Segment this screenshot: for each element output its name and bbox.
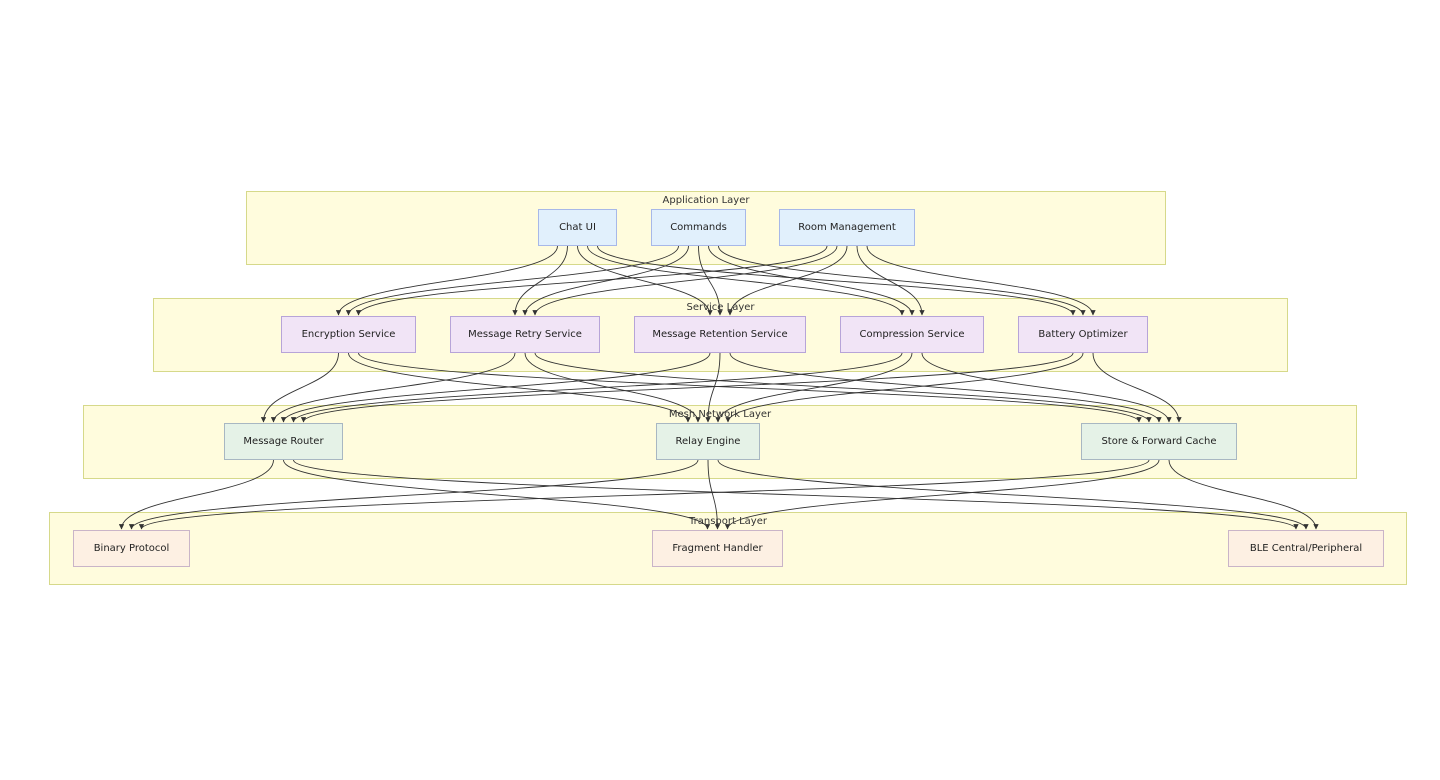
battery-optimizer-node: Battery Optimizer xyxy=(1018,316,1148,353)
edge-battery_optimizer-to-message_router xyxy=(300,352,1074,423)
edge-commands-to-message_retry_service xyxy=(522,245,689,316)
ble-central-peripheral-node: BLE Central/Peripheral xyxy=(1228,530,1384,567)
edge-relay_engine-to-binary_protocol xyxy=(128,459,699,530)
application-layer-title: Application Layer xyxy=(662,195,750,206)
edge-chat_ui-to-compression_service xyxy=(587,245,905,316)
binary-protocol-node: Binary Protocol xyxy=(73,530,190,567)
edge-battery_optimizer-to-store_forward_cache xyxy=(1092,352,1182,423)
edge-message_retention_service-to-store_forward_cache xyxy=(729,352,1162,423)
edge-battery_optimizer-to-relay_engine xyxy=(725,352,1084,423)
edge-store_forward_cache-to-fragment_handler xyxy=(724,459,1160,530)
edge-room_management-to-message_retry_service xyxy=(532,245,838,316)
transport-layer-title: Transport Layer xyxy=(689,516,767,527)
edge-relay_engine-to-ble_central_peripheral xyxy=(717,459,1309,530)
edge-chat_ui-to-battery_optimizer xyxy=(597,245,1076,316)
edge-compression_service-to-relay_engine xyxy=(715,352,913,423)
edge-encryption_service-to-store_forward_cache xyxy=(358,352,1142,423)
compression-service-node: Compression Service xyxy=(840,316,984,353)
edge-chat_ui-to-encryption_service xyxy=(335,245,558,316)
message-retry-service-node: Message Retry Service xyxy=(450,316,600,353)
edge-commands-to-encryption_service xyxy=(345,245,679,316)
mesh-network-layer-title: Mesh Network Layer xyxy=(668,409,772,420)
relay-engine-node: Relay Engine xyxy=(656,423,760,460)
edge-message_router-to-ble_central_peripheral xyxy=(293,459,1299,530)
commands-node: Commands xyxy=(651,209,746,246)
edge-message_router-to-fragment_handler xyxy=(283,459,711,530)
room-management-node: Room Management xyxy=(779,209,915,246)
edge-encryption_service-to-message_router xyxy=(260,352,339,423)
edge-compression_service-to-store_forward_cache xyxy=(921,352,1172,423)
message-router-node: Message Router xyxy=(224,423,343,460)
edge-commands-to-message_retention_service xyxy=(698,245,723,316)
edge-room_management-to-encryption_service xyxy=(355,245,828,316)
edge-room_management-to-message_retention_service xyxy=(727,245,848,316)
edge-message_router-to-binary_protocol xyxy=(118,459,274,530)
fragment-handler-node: Fragment Handler xyxy=(652,530,783,567)
edge-commands-to-compression_service xyxy=(708,245,915,316)
edge-compression_service-to-message_router xyxy=(290,352,903,423)
edge-message_retry_service-to-store_forward_cache xyxy=(534,352,1152,423)
edge-commands-to-battery_optimizer xyxy=(718,245,1086,316)
edge-room_management-to-compression_service xyxy=(856,245,925,316)
edge-message_retention_service-to-relay_engine xyxy=(705,352,721,423)
edge-store_forward_cache-to-binary_protocol xyxy=(138,459,1150,530)
edge-relay_engine-to-fragment_handler xyxy=(707,459,721,530)
chat-ui-node: Chat UI xyxy=(538,209,617,246)
edge-message_retention_service-to-message_router xyxy=(280,352,711,423)
encryption-service-node: Encryption Service xyxy=(281,316,416,353)
store-forward-cache-node: Store & Forward Cache xyxy=(1081,423,1237,460)
edge-message_retry_service-to-relay_engine xyxy=(524,352,701,423)
message-retention-service-node: Message Retention Service xyxy=(634,316,806,353)
edge-chat_ui-to-message_retention_service xyxy=(577,245,713,316)
service-layer-title: Service Layer xyxy=(686,302,755,313)
edge-message_retry_service-to-message_router xyxy=(270,352,516,423)
edge-chat_ui-to-message_retry_service xyxy=(512,245,568,316)
edge-store_forward_cache-to-ble_central_peripheral xyxy=(1168,459,1319,530)
edge-encryption_service-to-relay_engine xyxy=(348,352,691,423)
edge-room_management-to-battery_optimizer xyxy=(866,245,1096,316)
